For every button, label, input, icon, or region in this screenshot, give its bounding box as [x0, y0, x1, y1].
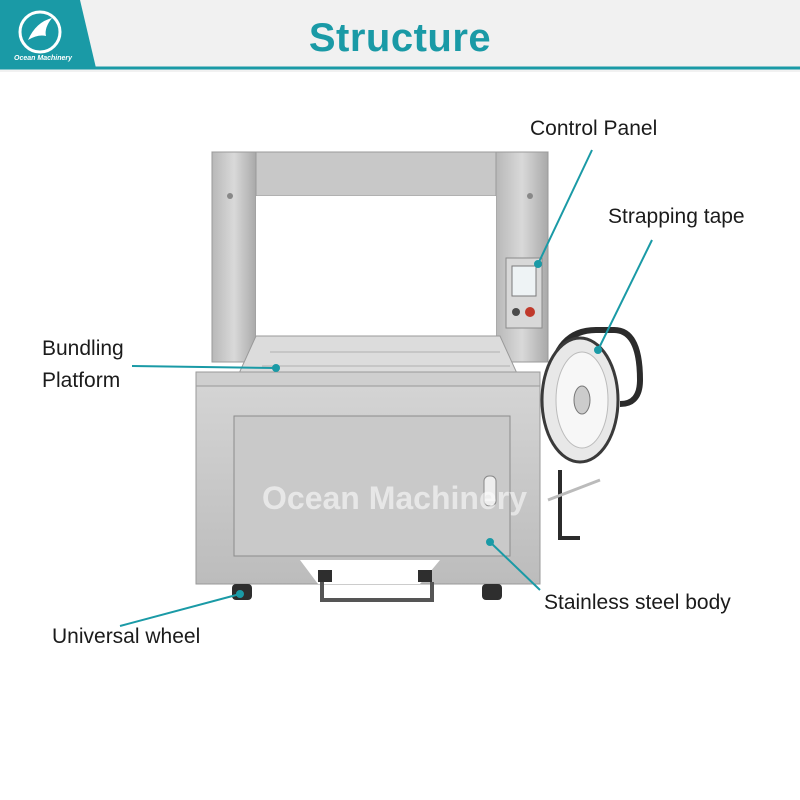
callout-control-panel [537, 149, 593, 265]
page-title: Structure [308, 16, 492, 60]
label-stainless-body: Stainless steel body [544, 591, 731, 614]
brand-tab [0, 0, 96, 68]
callout-strapping-tape [597, 239, 653, 351]
brand-name: Ocean Machinery [14, 55, 72, 62]
arch-frame [211, 151, 549, 363]
label-bundling-line1: Bundling [42, 337, 124, 360]
ocean-logo-icon [18, 10, 62, 54]
control-panel [505, 257, 543, 329]
callout-bundling-platform [131, 365, 277, 369]
stainless-steel-body [195, 385, 541, 585]
watermark-text: Ocean Machinery [262, 480, 527, 516]
label-universal-wheel: Universal wheel [52, 625, 201, 648]
header-background [0, 0, 800, 72]
bundling-platform [195, 335, 541, 389]
label-bundling-line2: Platform [42, 369, 121, 392]
label-strapping-tape: Strapping tape [608, 205, 745, 228]
label-control-panel: Control Panel [530, 117, 658, 140]
callout-stainless-body [489, 541, 541, 591]
header-banner: Ocean Machinery Structure [0, 0, 800, 72]
strapping-tape-reel [540, 327, 644, 540]
callout-universal-wheel [119, 593, 241, 627]
callout-lines [119, 149, 653, 627]
